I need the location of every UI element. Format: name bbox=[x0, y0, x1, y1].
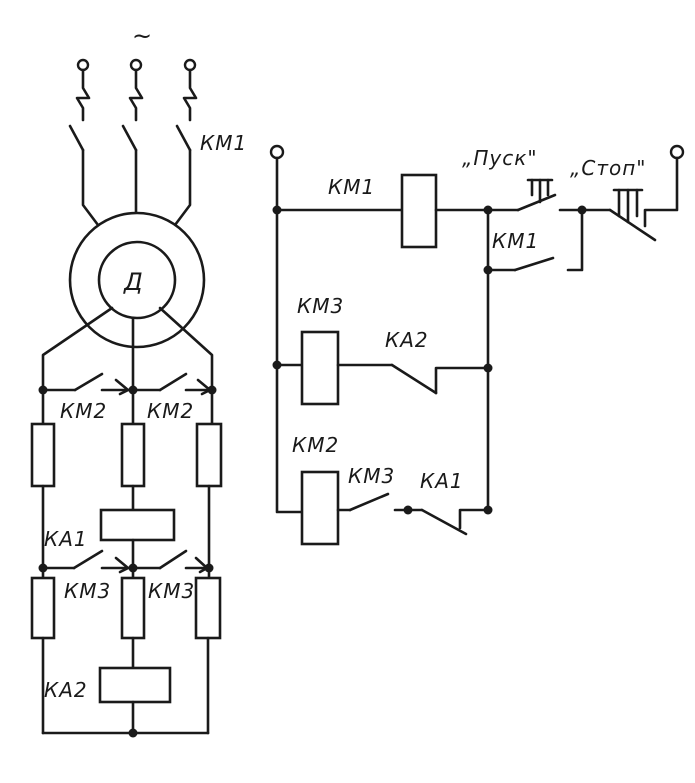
km2-coil-label: КМ2 bbox=[292, 433, 339, 457]
km1-main-contacts bbox=[68, 124, 192, 227]
control-terminal-left bbox=[269, 144, 285, 160]
km1-main-label: КМ1 bbox=[200, 131, 247, 155]
ka1-nc-contact bbox=[406, 505, 493, 536]
km3-contacts bbox=[38, 549, 214, 574]
supply-terminal-1 bbox=[76, 58, 90, 72]
km3-left-label: КМ3 bbox=[64, 579, 111, 603]
supply-fuses bbox=[75, 68, 198, 122]
power-circuit: ~ КМ1 Д bbox=[30, 22, 247, 738]
km2-left-label: КМ2 bbox=[60, 399, 107, 423]
km2-contacts bbox=[38, 372, 217, 396]
resistor-bank-2 bbox=[30, 566, 222, 735]
km1-coil-label: КМ1 bbox=[328, 175, 375, 199]
motor-label: Д bbox=[123, 268, 143, 296]
km1-coil bbox=[400, 173, 438, 249]
control-terminal-right bbox=[669, 144, 685, 160]
pusk-button bbox=[516, 178, 584, 212]
ka2-nc-contact bbox=[390, 363, 490, 395]
ka2-coil bbox=[98, 666, 172, 704]
km3-contact-label: КМ3 bbox=[348, 464, 395, 488]
ka2-contact-label: КА2 bbox=[385, 328, 429, 352]
supply-terminal-3 bbox=[183, 58, 197, 72]
stop-button bbox=[580, 156, 679, 242]
ka1-label: КА1 bbox=[44, 527, 88, 551]
left-rail bbox=[275, 156, 304, 514]
ka2-label: КА2 bbox=[44, 678, 88, 702]
motor-output-leads bbox=[41, 306, 214, 392]
km1-hold-label: КМ1 bbox=[492, 229, 539, 253]
supply-terminal-2 bbox=[129, 58, 143, 72]
star-point-node bbox=[128, 728, 138, 738]
km3-coil bbox=[300, 330, 340, 406]
ka1-coil bbox=[99, 508, 176, 542]
km3-no-contact bbox=[348, 492, 413, 515]
km2-right-label: КМ2 bbox=[147, 399, 194, 423]
ka1-contact-label: КА1 bbox=[420, 469, 464, 493]
stop-label: „Стоп" bbox=[570, 156, 647, 180]
resistor-bank-1 bbox=[30, 388, 223, 570]
km2-coil bbox=[300, 470, 340, 546]
pusk-label: „Пуск" bbox=[462, 146, 538, 170]
ac-supply-symbol: ~ bbox=[132, 22, 152, 50]
control-circuit: КМ1 „Пуск" „Стоп" bbox=[269, 144, 685, 546]
km3-coil-label: КМ3 bbox=[297, 294, 344, 318]
motor: Д bbox=[68, 211, 206, 349]
km3-right-label: КМ3 bbox=[148, 579, 195, 603]
